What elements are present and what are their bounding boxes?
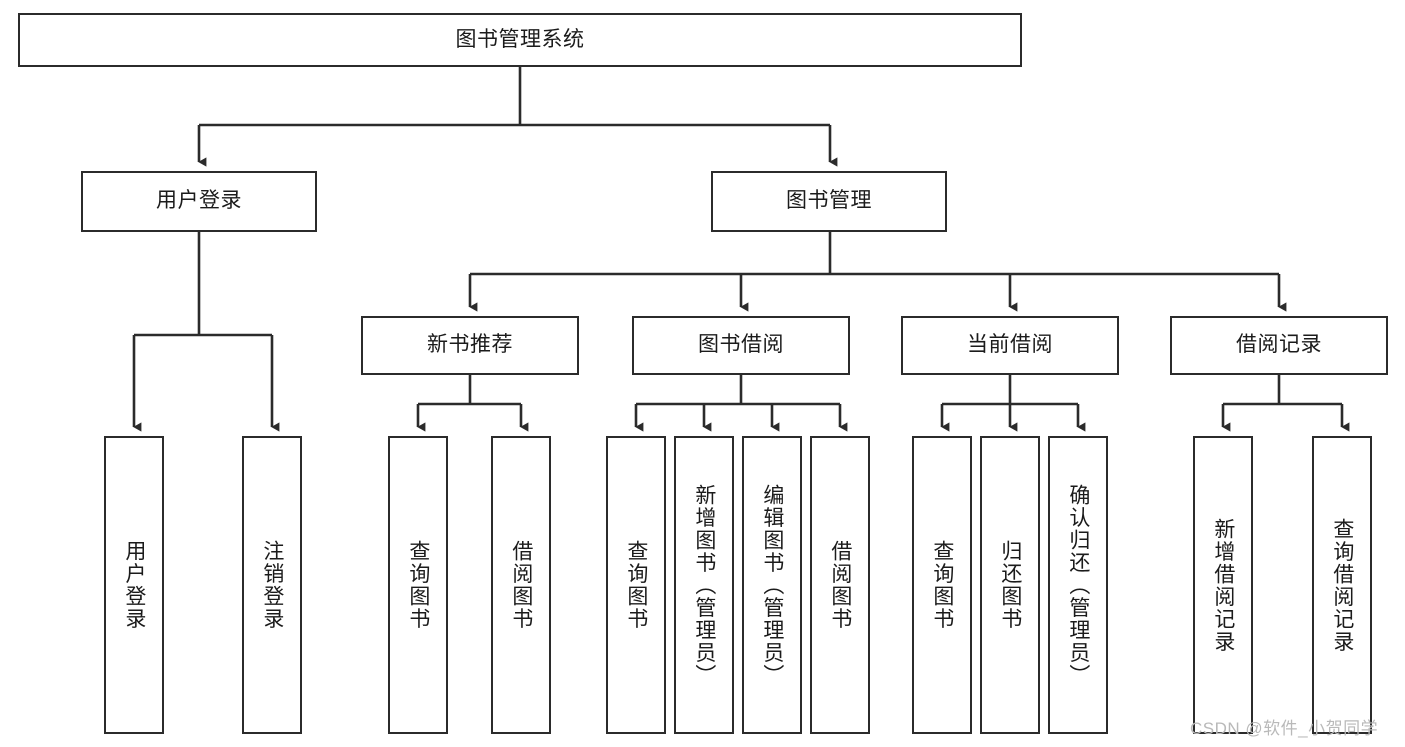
node-label: 新增图书（管理员） [692,483,716,687]
node-label: 图书借阅 [698,333,784,357]
node-label: 借阅图书 [828,540,852,630]
node-leaf-user-login[interactable]: 用户登录 [104,436,164,734]
csdn-watermark: CSDN @软件_小贺同学 [1190,719,1379,738]
node-label: 借阅图书 [509,540,533,630]
node-label: 借阅记录 [1236,333,1322,357]
node-leaf-borrow-book-recommend[interactable]: 借阅图书 [491,436,551,734]
node-label: 图书管理系统 [455,27,585,51]
node-book-borrow[interactable]: 图书借阅 [632,316,850,375]
node-leaf-query-book-current[interactable]: 查询图书 [912,436,972,734]
node-current-borrow[interactable]: 当前借阅 [901,316,1119,375]
node-label: 归还图书 [998,540,1022,630]
node-leaf-borrow-book[interactable]: 借阅图书 [810,436,870,734]
node-leaf-add-book-admin[interactable]: 新增图书（管理员） [674,436,734,734]
node-label: 注销登录 [260,540,284,630]
node-leaf-query-book-recommend[interactable]: 查询图书 [388,436,448,734]
node-label: 图书管理 [786,189,872,213]
node-label: 编辑图书（管理员） [760,483,784,687]
node-label: 查询图书 [930,540,954,630]
node-label: 用户登录 [156,189,242,213]
node-label: 新增借阅记录 [1211,517,1235,653]
node-label: 查询图书 [624,540,648,630]
node-leaf-add-borrow-record[interactable]: 新增借阅记录 [1193,436,1253,734]
node-label: 确认归还（管理员） [1066,483,1090,687]
node-leaf-confirm-return-admin[interactable]: 确认归还（管理员） [1048,436,1108,734]
node-leaf-return-book[interactable]: 归还图书 [980,436,1040,734]
node-label: 用户登录 [122,540,146,630]
node-user-login[interactable]: 用户登录 [81,171,317,232]
node-new-book-recommend[interactable]: 新书推荐 [361,316,579,375]
node-leaf-edit-book-admin[interactable]: 编辑图书（管理员） [742,436,802,734]
node-leaf-query-book-borrow[interactable]: 查询图书 [606,436,666,734]
node-label: 查询借阅记录 [1330,517,1354,653]
node-leaf-query-borrow-record[interactable]: 查询借阅记录 [1312,436,1372,734]
node-label: 当前借阅 [967,333,1053,357]
node-borrow-record[interactable]: 借阅记录 [1170,316,1388,375]
node-label: 查询图书 [406,540,430,630]
node-leaf-logout[interactable]: 注销登录 [242,436,302,734]
node-label: 新书推荐 [427,333,513,357]
node-root-system[interactable]: 图书管理系统 [18,13,1022,67]
node-book-management[interactable]: 图书管理 [711,171,947,232]
